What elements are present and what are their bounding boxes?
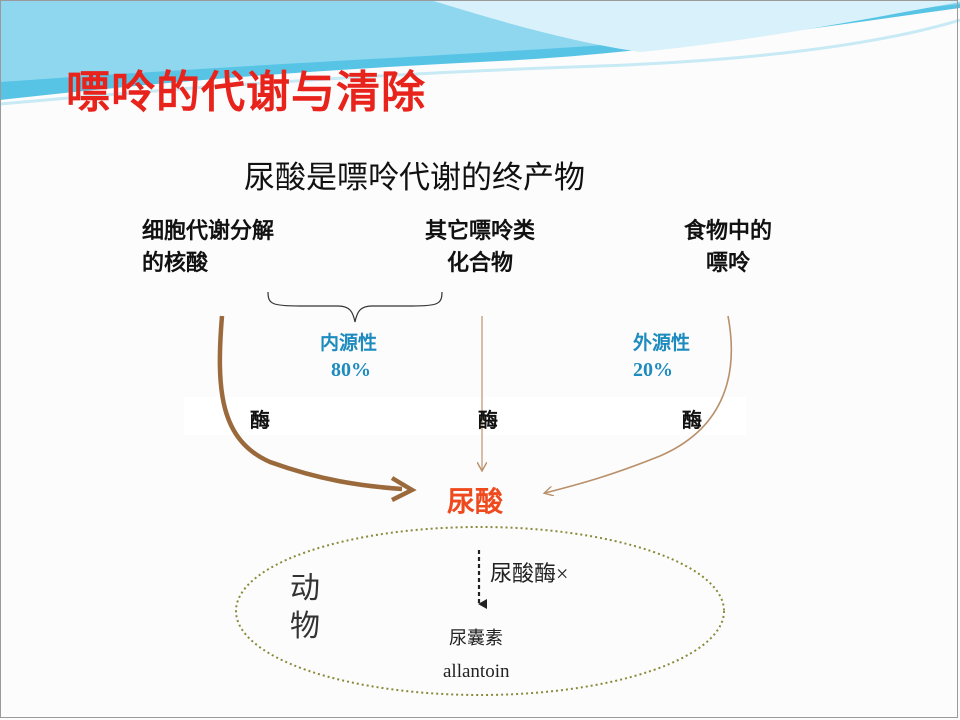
slide-subtitle: 尿酸是嘌呤代谢的终产物 [244,160,585,196]
enzyme-middle: 酶 [478,408,498,432]
source-food-purines: 食物中的 嘌呤 [668,216,788,280]
enzyme-left: 酶 [250,408,270,432]
slide-title: 嘌呤的代谢与清除 [66,67,426,118]
exogenous-thin-arrow [545,315,733,493]
source-cell-line1: 细胞代谢分解 [142,219,275,244]
endogenous-percent: 80% [331,359,371,381]
source-other-line2: 化合物 [446,251,513,276]
source-other-purines: 其它嘌呤类 化合物 [410,216,550,280]
allantoin-english: allantoin [443,661,510,682]
endogenous-label: 内源性 [320,332,378,354]
uricase-label: 尿酸酶× [490,561,569,586]
source-cell-nucleic-acid: 细胞代谢分解 的核酸 [142,216,332,280]
header-wave-decoration [0,0,960,106]
source-food-line1: 食物中的 [683,219,772,244]
source-other-line1: 其它嘌呤类 [424,219,535,244]
allantoin-chinese: 尿囊素 [449,628,503,649]
exogenous-percent: 20% [633,359,673,381]
source-cell-line2: 的核酸 [142,251,209,276]
endogenous-thick-arrow [217,315,403,492]
exogenous-label: 外源性 [633,332,691,354]
uric-acid-product: 尿酸 [447,485,504,518]
endogenous-thick-arrowhead [390,476,417,503]
endogenous-brace [267,291,443,323]
animal-label-line2: 物 [290,609,320,644]
enzyme-band [184,397,746,435]
source-food-line2: 嘌呤 [705,251,750,276]
animal-ellipse [235,526,725,696]
animal-label: 动 物 [290,570,324,646]
enzyme-right: 酶 [682,408,702,432]
animal-label-line1: 动 [290,571,320,606]
